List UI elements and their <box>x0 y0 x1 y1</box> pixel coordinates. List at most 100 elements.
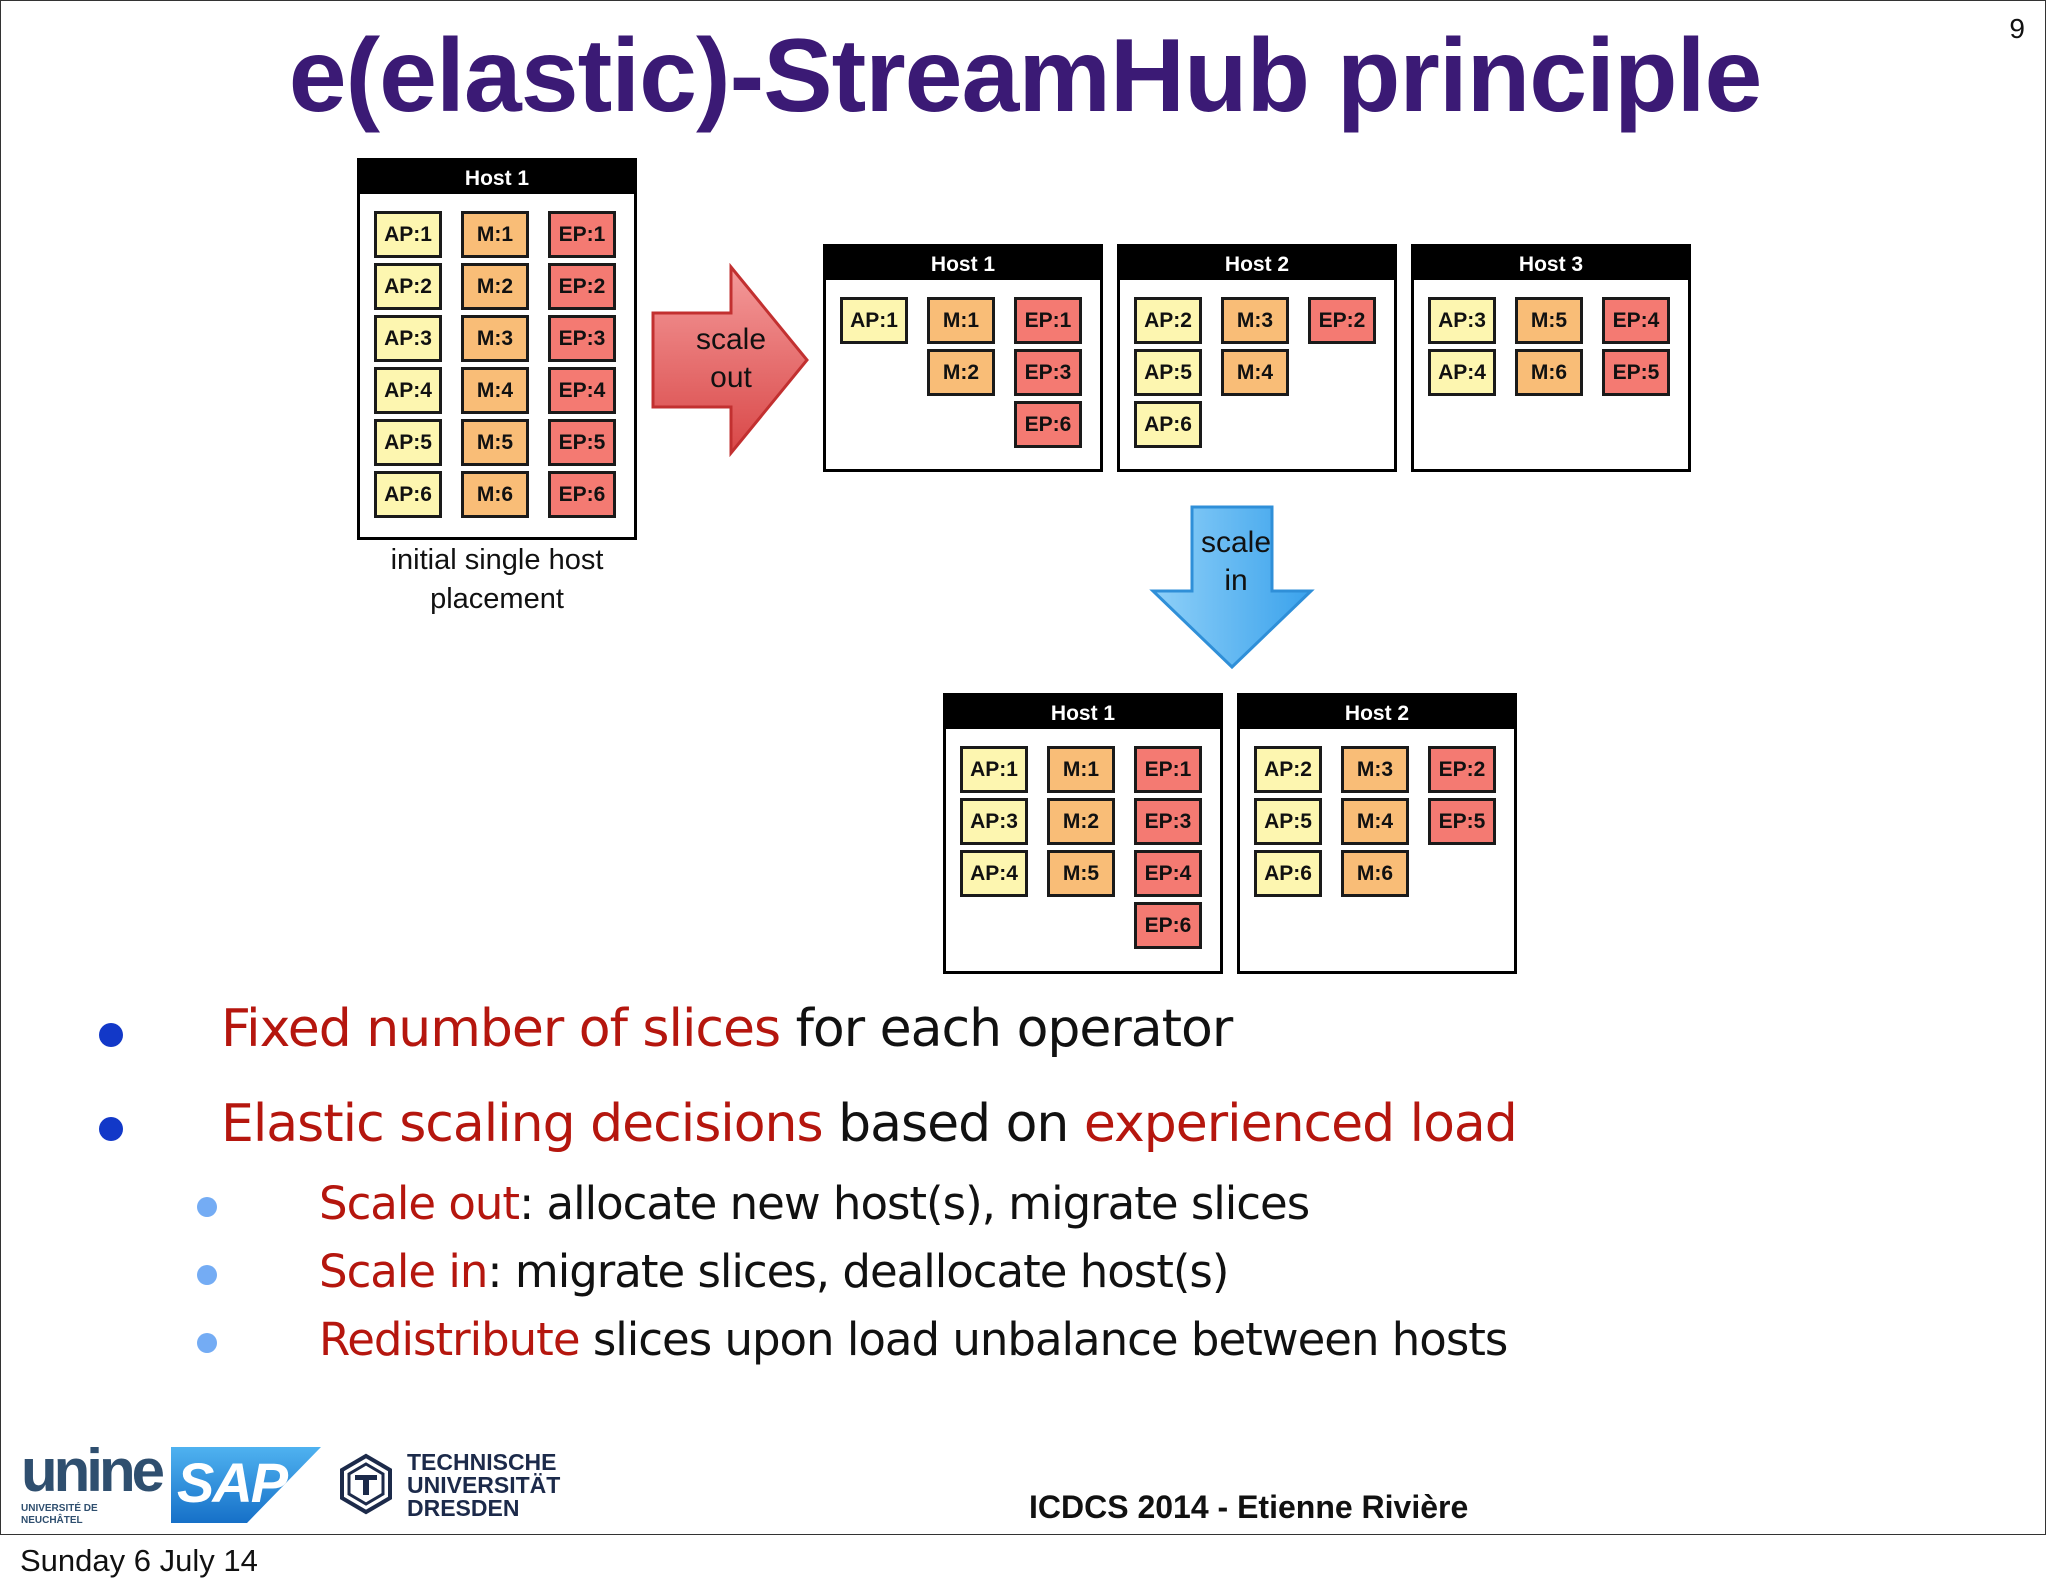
ap-slot: AP:6 <box>1134 401 1202 448</box>
m-slot: M:2 <box>461 263 529 310</box>
m-slot: M:1 <box>1047 746 1115 793</box>
tu-dresden-emblem-icon <box>340 1453 392 1515</box>
ep-slot: EP:6 <box>1134 902 1202 949</box>
m-slot: M:2 <box>927 349 995 396</box>
sub-bullet-highlight: Scale out <box>319 1177 520 1230</box>
m-slot: M:3 <box>461 315 529 362</box>
ep-slot: EP:3 <box>1134 798 1202 845</box>
m-slot: M:6 <box>1341 850 1409 897</box>
bullet-dot <box>99 1023 123 1047</box>
scale-out-label-line1: scale <box>695 323 767 356</box>
m-slot: M:1 <box>461 211 529 258</box>
ep-slot: EP:6 <box>1014 401 1082 448</box>
ep-slot: EP:2 <box>1428 746 1496 793</box>
ep-slot: EP:1 <box>1134 746 1202 793</box>
ap-slot: AP:4 <box>960 850 1028 897</box>
m-slot: M:3 <box>1221 297 1289 344</box>
ap-slot: AP:6 <box>1254 850 1322 897</box>
sub-bullet-scale-in: Scale in: migrate slices, deallocate hos… <box>319 1245 1229 1298</box>
sub-bullet-dot <box>197 1265 217 1285</box>
ap-slot: AP:3 <box>960 798 1028 845</box>
ap-slot: AP:6 <box>374 471 442 518</box>
scale-in-label-line1: scale <box>1200 526 1272 559</box>
ep-slot: EP:2 <box>548 263 616 310</box>
bullet-elastic-scaling: Elastic scaling decisions based on exper… <box>221 1094 1518 1154</box>
bullet-highlight: Elastic scaling decisions <box>221 1094 824 1154</box>
ap-slot: AP:2 <box>1134 297 1202 344</box>
ep-slot: EP:3 <box>1014 349 1082 396</box>
host-header: Host 2 <box>1120 247 1394 280</box>
initial-caption-line2: placement <box>430 583 564 615</box>
m-slot: M:5 <box>1047 850 1115 897</box>
unine-wordmark: unine <box>21 1437 165 1504</box>
scale-out-label-line2: out <box>710 361 752 394</box>
sap-logo: SAP <box>171 1447 321 1528</box>
sub-bullet-scale-out: Scale out: allocate new host(s), migrate… <box>319 1177 1310 1230</box>
bullet-dot <box>99 1117 123 1141</box>
m-slot: M:3 <box>1341 746 1409 793</box>
scale-out-label: scale out <box>671 321 791 397</box>
ap-slot: AP:1 <box>960 746 1028 793</box>
m-slot: M:5 <box>1515 297 1583 344</box>
unine-subtitle-1: UNIVERSITÉ DE <box>21 1503 98 1514</box>
scale-in-arrow-icon <box>1149 505 1315 670</box>
initial-caption-line1: initial single host <box>390 544 604 576</box>
m-slot: M:6 <box>461 471 529 518</box>
ap-slot: AP:5 <box>374 419 442 466</box>
ep-slot: EP:4 <box>548 367 616 414</box>
ap-slot: AP:5 <box>1254 798 1322 845</box>
sub-bullet-text: : allocate new host(s), migrate slices <box>519 1177 1310 1230</box>
bullet-text: for each operator <box>780 999 1234 1059</box>
unine-subtitle-2: NEUCHÂTEL <box>21 1515 83 1526</box>
tu-dresden-line1: TECHNISCHE <box>407 1449 557 1475</box>
host-header: Host 1 <box>946 696 1220 729</box>
page-number: 9 <box>2009 13 2025 44</box>
bullet-text: based on <box>822 1094 1084 1154</box>
ap-slot: AP:2 <box>374 263 442 310</box>
ep-slot: EP:4 <box>1134 850 1202 897</box>
m-slot: M:1 <box>927 297 995 344</box>
sap-wordmark: SAP <box>177 1451 288 1514</box>
sub-bullet-highlight: Redistribute <box>319 1313 581 1366</box>
ep-slot: EP:1 <box>548 211 616 258</box>
ap-slot: AP:4 <box>374 367 442 414</box>
m-slot: M:5 <box>461 419 529 466</box>
ap-slot: AP:3 <box>1428 297 1496 344</box>
sap-logo-shape <box>171 1447 321 1523</box>
bullet-highlight-2: experienced load <box>1083 1094 1518 1154</box>
sub-bullet-highlight: Scale in <box>319 1245 488 1298</box>
ep-slot: EP:3 <box>548 315 616 362</box>
host-header: Host 1 <box>360 161 634 194</box>
scale-in-label-line2: in <box>1224 564 1248 597</box>
initial-caption: initial single host placement <box>357 541 637 619</box>
ep-slot: EP:5 <box>1428 798 1496 845</box>
m-slot: M:2 <box>1047 798 1115 845</box>
tu-dresden-line2: UNIVERSITÄT <box>407 1472 561 1498</box>
m-slot: M:6 <box>1515 349 1583 396</box>
ep-slot: EP:2 <box>1308 297 1376 344</box>
page-title: e(elastic)-StreamHub principle <box>288 18 1763 134</box>
m-slot: M:4 <box>461 367 529 414</box>
m-slot: M:4 <box>1221 349 1289 396</box>
footer-date: Sunday 6 July 14 <box>20 1543 258 1578</box>
ap-slot: AP:3 <box>374 315 442 362</box>
ep-slot: EP:1 <box>1014 297 1082 344</box>
tu-dresden-line3: DRESDEN <box>407 1495 520 1521</box>
scale-out-arrow-icon <box>651 263 809 457</box>
sub-bullet-dot <box>197 1333 217 1353</box>
ap-slot: AP:4 <box>1428 349 1496 396</box>
host-header: Host 3 <box>1414 247 1688 280</box>
ap-slot: AP:2 <box>1254 746 1322 793</box>
scale-in-label: scale in <box>1176 524 1296 600</box>
ep-slot: EP:5 <box>548 419 616 466</box>
sub-bullet-text: : migrate slices, deallocate host(s) <box>487 1245 1229 1298</box>
ap-slot: AP:1 <box>840 297 908 344</box>
sub-bullet-redistribute: Redistribute slices upon load unbalance … <box>319 1313 1508 1366</box>
host-header: Host 1 <box>826 247 1100 280</box>
host-header: Host 2 <box>1240 696 1514 729</box>
ep-slot: EP:4 <box>1602 297 1670 344</box>
